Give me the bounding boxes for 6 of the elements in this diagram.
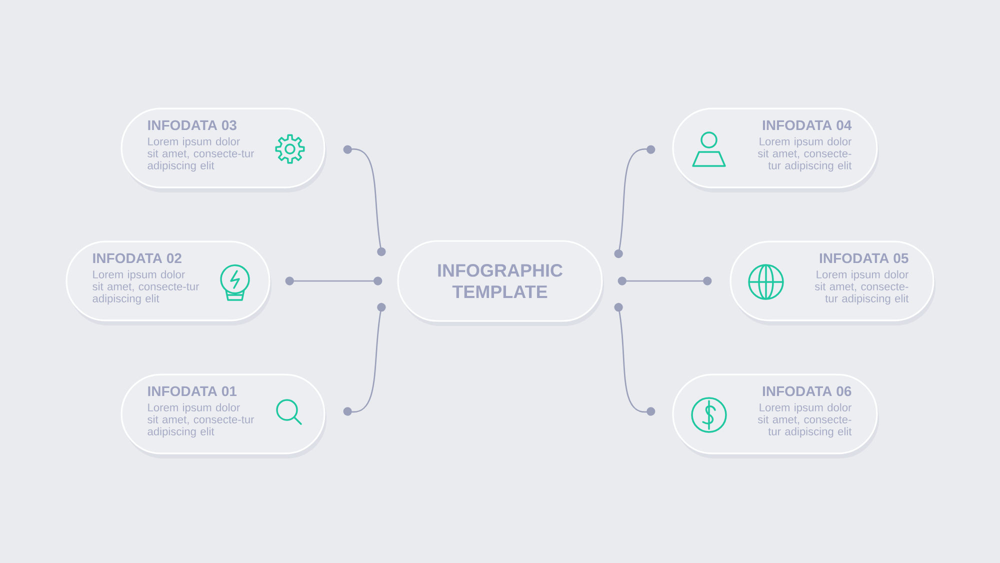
connector-line bbox=[285, 276, 382, 286]
connector-line bbox=[343, 145, 386, 256]
connector-line bbox=[614, 145, 656, 258]
connector-line bbox=[343, 302, 386, 416]
connector-line bbox=[614, 302, 656, 416]
connector-line bbox=[618, 276, 712, 286]
